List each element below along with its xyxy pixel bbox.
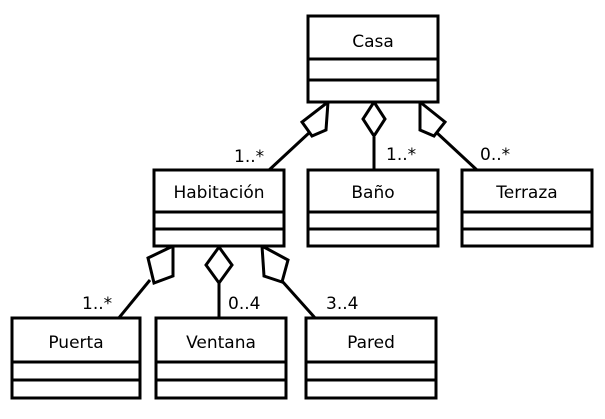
association-line [434, 130, 480, 173]
association-line [116, 279, 152, 320]
aggregation-diamond-icon [146, 243, 175, 285]
aggregation-casa-terraza [418, 98, 480, 173]
aggregation-diamond-icon [260, 243, 290, 284]
multiplicity-casa-terraza: 0..* [480, 145, 510, 165]
class-habitacion: Habitación [152, 168, 286, 248]
aggregation-habitacion-ventana [204, 244, 234, 319]
aggregation-diamond-icon [204, 244, 234, 286]
class-terraza: Terraza [460, 168, 594, 248]
aggregation-habitacion-pared [260, 243, 318, 321]
aggregation-casa-habitacion [266, 98, 330, 173]
aggregation-casa-bano [361, 99, 387, 171]
class-box [10, 316, 142, 400]
multiplicity-casa-habitacion: 1..* [234, 147, 264, 167]
class-name: Baño [351, 183, 394, 203]
class-bano: Baño [306, 168, 440, 248]
association-line [266, 130, 312, 173]
class-name: Terraza [495, 183, 557, 203]
multiplicity-habitacion-puerta: 1..* [82, 294, 112, 314]
class-name: Pared [347, 333, 395, 353]
class-pared: Pared [304, 316, 438, 400]
multiplicity-habitacion-pared: 3..4 [326, 294, 358, 314]
aggregation-diamond-icon [299, 98, 330, 138]
class-name: Habitación [173, 183, 264, 203]
class-casa: Casa [306, 14, 440, 104]
association-line [280, 279, 318, 321]
multiplicity-casa-bano: 1..* [386, 145, 416, 165]
class-box [152, 168, 286, 248]
aggregation-habitacion-puerta [116, 243, 175, 320]
class-box [304, 316, 438, 400]
aggregation-diamond-icon [361, 99, 387, 139]
class-box [460, 168, 594, 248]
aggregation-diamond-icon [418, 98, 448, 138]
class-name: Ventana [186, 333, 256, 353]
class-name: Casa [352, 32, 394, 52]
multiplicity-habitacion-ventana: 0..4 [228, 294, 260, 314]
class-box [306, 168, 440, 248]
class-name: Puerta [48, 333, 103, 353]
class-box [154, 316, 288, 400]
class-puerta: Puerta [10, 316, 142, 400]
class-ventana: Ventana [154, 316, 288, 400]
